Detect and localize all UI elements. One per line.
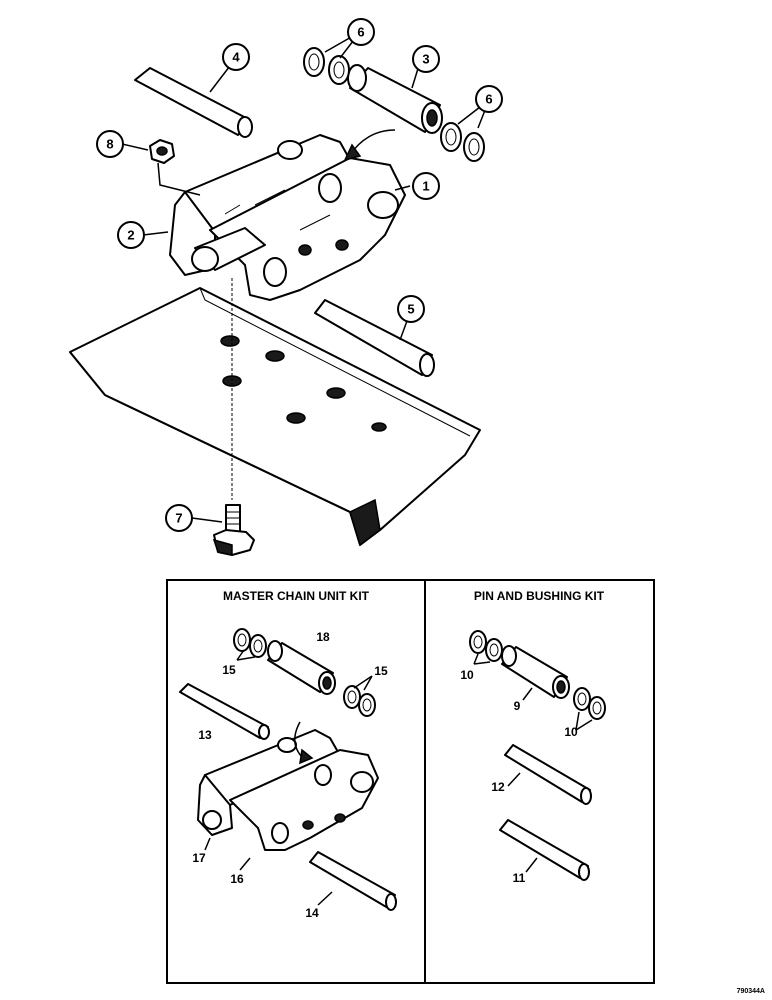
- pin-kit-pin-11: [499, 819, 590, 881]
- master-kit-pin-14: [309, 851, 397, 911]
- callout-3: 3: [412, 45, 440, 73]
- label-18: 18: [316, 630, 330, 644]
- callout-4: 4: [222, 43, 250, 71]
- seals-6-right: [440, 122, 485, 162]
- callout-1: 1: [412, 172, 440, 200]
- pin-kit-seals-10-left: [469, 630, 503, 662]
- master-kit-title: MASTER CHAIN UNIT KIT: [223, 589, 370, 603]
- bolt-7: [212, 278, 255, 556]
- callout-7-label: 7: [175, 511, 182, 526]
- seals-6-upper: [303, 47, 350, 85]
- label-9: 9: [514, 699, 521, 713]
- master-kit-links-16-17: [197, 721, 379, 851]
- callout-1-label: 1: [422, 179, 429, 194]
- bushing-3: [347, 64, 443, 134]
- label-17: 17: [192, 851, 206, 865]
- callout-3-label: 3: [422, 52, 429, 67]
- callout-6-upper: 6: [347, 18, 375, 46]
- label-15-right: 15: [374, 664, 388, 678]
- label-13: 13: [198, 728, 212, 742]
- label-12: 12: [491, 780, 505, 794]
- kits-frame: [166, 579, 655, 984]
- callout-5-label: 5: [407, 302, 414, 317]
- callout-5: 5: [397, 295, 425, 323]
- label-10-right: 10: [564, 725, 578, 739]
- master-kit-pin-13: [179, 683, 270, 740]
- callout-6-right: 6: [475, 85, 503, 113]
- master-kit-seals-15-left: [233, 628, 267, 658]
- callout-8: 8: [96, 130, 124, 158]
- pin-kit-pin-12: [504, 744, 592, 805]
- callout-8-label: 8: [106, 137, 113, 152]
- track-shoe: [69, 287, 481, 547]
- callout-4-label: 4: [232, 50, 240, 65]
- pin-5: [314, 299, 435, 377]
- label-14: 14: [305, 906, 319, 920]
- callout-2: 2: [117, 221, 145, 249]
- pin-kit-title: PIN AND BUSHING KIT: [474, 589, 605, 603]
- master-kit-seals-15-right: [343, 685, 376, 717]
- nut-8: [149, 139, 201, 196]
- label-11: 11: [513, 871, 526, 885]
- pin-kit-seals-10-right: [573, 687, 606, 720]
- callout-6-right-label: 6: [485, 92, 492, 107]
- label-10-left: 10: [460, 668, 474, 682]
- label-16: 16: [230, 872, 244, 886]
- callout-6-upper-label: 6: [357, 25, 364, 40]
- pin-kit-bushing-9: [501, 645, 570, 699]
- chain-link-assembly: [169, 134, 406, 301]
- master-kit-bushing-18: [267, 640, 336, 695]
- reference-code: 790344A: [737, 988, 765, 995]
- pin-4: [134, 67, 253, 138]
- callout-7: 7: [165, 504, 193, 532]
- label-15-left: 15: [222, 663, 236, 677]
- callout-2-label: 2: [127, 228, 134, 243]
